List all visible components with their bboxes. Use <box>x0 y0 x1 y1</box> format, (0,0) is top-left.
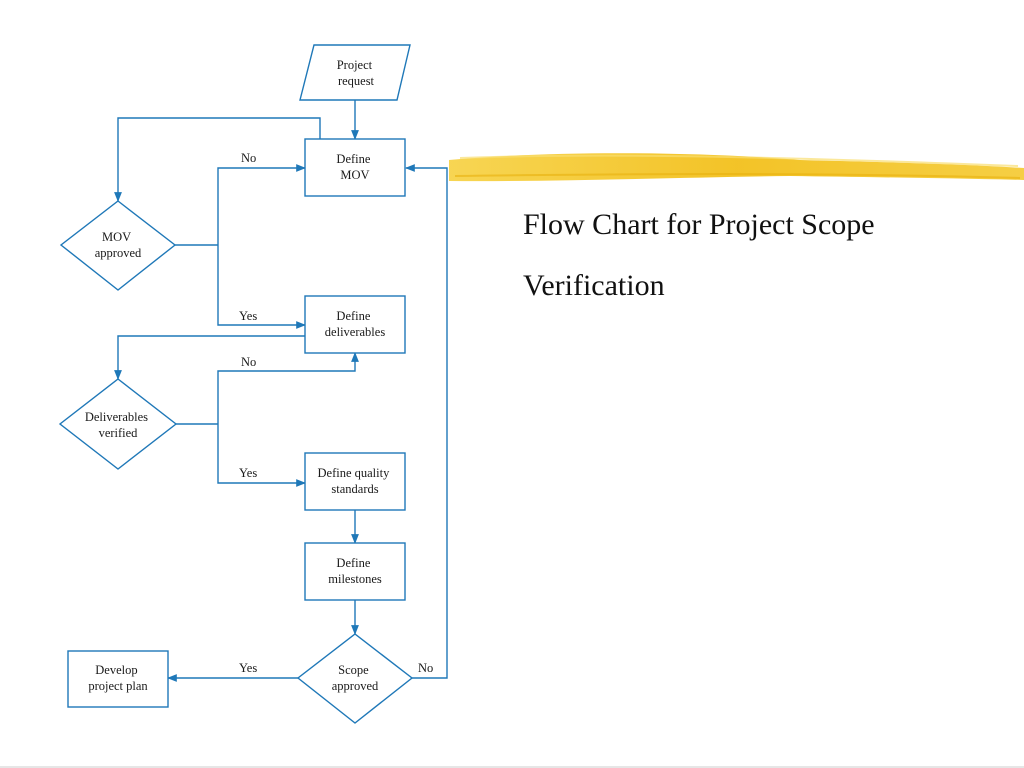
node-define-milestones-label: Define milestones <box>328 556 382 586</box>
node-deliverables-verified-label: Deliverables verified <box>85 410 151 440</box>
flow-shapes <box>58 44 414 724</box>
node-deliverables-verified-shape <box>58 378 178 470</box>
node-develop-project-plan-label: Develop project plan <box>88 663 148 693</box>
edge-define-mov-to-mov-approved <box>114 117 321 202</box>
slide-title: Flow Chart for Project Scope Verificatio… <box>523 208 875 302</box>
node-scope-approved-label: Scope approved <box>332 663 379 693</box>
node-mov-approved-shape <box>59 200 177 291</box>
flow-connectors <box>114 100 448 682</box>
node-project-request-shape <box>299 44 411 101</box>
bottom-divider <box>0 766 1024 768</box>
node-develop-project-plan-shape <box>67 650 169 708</box>
node-define-quality-standards-label: Define quality standards <box>318 466 393 496</box>
edge-mov-yes <box>217 245 306 329</box>
edge-define-deliverables-to-verified <box>114 335 305 380</box>
node-scope-approved-shape <box>296 633 414 724</box>
edge-label-mov-yes: Yes <box>239 309 257 323</box>
highlighter-stroke-decoration <box>449 153 1024 182</box>
node-define-deliverables-shape <box>304 295 406 354</box>
node-mov-approved-label: MOV approved <box>95 230 142 260</box>
edge-label-deliverables-no: No <box>241 355 256 369</box>
edge-scope-no <box>405 164 448 679</box>
edge-label-mov-no: No <box>241 151 256 165</box>
edge-mov-no <box>217 164 306 245</box>
edge-label-deliverables-yes: Yes <box>239 466 257 480</box>
edge-deliverables-yes <box>217 424 306 487</box>
edge-labels: No Yes No Yes Yes No <box>239 151 433 675</box>
edge-label-scope-yes: Yes <box>239 661 257 675</box>
node-define-mov-shape <box>304 138 406 197</box>
node-define-milestones-shape <box>304 542 406 601</box>
node-define-deliverables-label: Define deliverables <box>325 309 386 339</box>
edge-label-scope-no: No <box>418 661 433 675</box>
node-project-request-label: Project request <box>337 58 376 88</box>
node-define-mov-label: Define MOV <box>336 152 373 182</box>
node-define-quality-standards-shape <box>304 452 406 511</box>
node-labels: Project request Define MOV MOV approved … <box>85 58 393 693</box>
edge-deliverables-no <box>217 352 359 424</box>
